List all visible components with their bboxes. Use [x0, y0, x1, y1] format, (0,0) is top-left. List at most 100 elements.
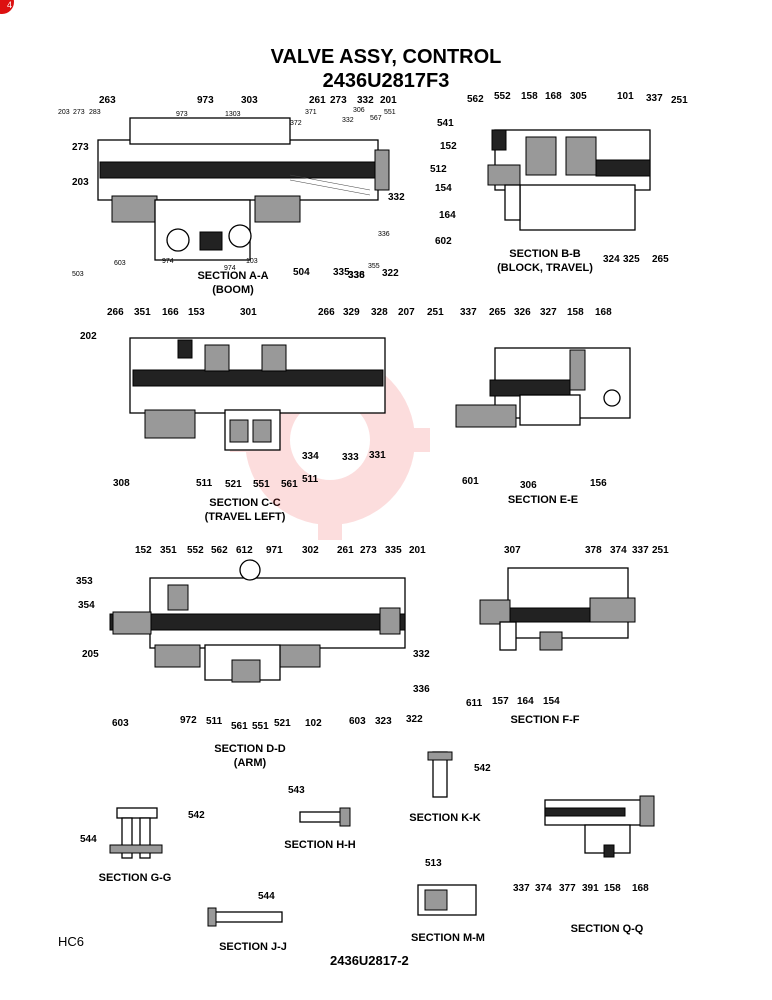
section-aa-sub: (BOOM) — [212, 284, 254, 296]
section-aa-drawing — [97, 117, 390, 261]
callout-cc-551: 551 — [253, 479, 270, 490]
callout-cc-333: 333 — [342, 452, 359, 463]
callout-aa-303: 303 — [241, 95, 258, 106]
section-jj-name: SECTION J-J — [219, 941, 287, 953]
callout-aa-503: 503 — [72, 271, 84, 278]
callout-aa-336: 336 — [378, 231, 390, 238]
callout-ee-306: 306 — [520, 480, 537, 491]
part-number: 2436U2817F3 — [322, 70, 450, 92]
section-aa-caption: SECTION A-A (BOOM) — [188, 269, 278, 297]
callout-cc-328: 328 — [371, 307, 388, 318]
callout-dd-971: 971 — [266, 545, 283, 556]
callout-aa-372: 372 — [290, 120, 302, 127]
section-jj-drawing — [207, 907, 283, 927]
section-ff-caption: SECTION F-F — [500, 713, 590, 727]
section-dd-sub: (ARM) — [233, 757, 267, 769]
corner-badge: 4 — [0, 0, 14, 14]
callout-ee-337: 337 — [460, 307, 477, 318]
callout-dd-332: 332 — [413, 649, 430, 660]
section-bb-caption: SECTION B-B (BLOCK, TRAVEL) — [485, 247, 605, 275]
callout-dd-552: 552 — [187, 545, 204, 556]
callout-bb-251: 251 — [671, 95, 688, 106]
section-qq-caption: SECTION Q-Q — [562, 922, 652, 936]
callout-bb-337: 337 — [646, 93, 663, 104]
callout-bb-101: 101 — [617, 91, 634, 102]
callout-kk-542: 542 — [474, 763, 491, 774]
section-cc-caption: SECTION C-C (TRAVEL LEFT) — [190, 496, 300, 524]
callout-ee-601: 601 — [462, 476, 479, 487]
callout-dd-511: 511 — [206, 716, 223, 727]
callout-cc-511: 511 — [196, 478, 213, 489]
callout-qq-337: 337 — [513, 883, 530, 894]
section-mm-caption: SECTION M-M — [403, 931, 493, 945]
page-title: VALVE ASSY, CONTROL — [270, 46, 502, 68]
callout-bb-265: 265 — [652, 254, 669, 265]
callout-bb-168: 168 — [545, 91, 562, 102]
callout-mm-513: 513 — [425, 858, 442, 869]
callout-qq-391: 391 — [582, 883, 599, 894]
section-dd-drawing — [109, 559, 406, 683]
section-cc-drawing — [129, 337, 386, 451]
callout-aa-306: 306 — [353, 107, 365, 114]
footer-number: 2436U2817-2 — [330, 953, 409, 968]
callout-aa-974: 974 — [162, 258, 174, 265]
section-ff-drawing — [479, 567, 636, 651]
callout-qq-158: 158 — [604, 883, 621, 894]
callout-cc-561: 561 — [281, 479, 298, 490]
callout-qq-377: 377 — [559, 883, 576, 894]
section-mm-name: SECTION M-M — [411, 932, 485, 944]
section-bb-name: SECTION B-B — [509, 248, 581, 260]
section-qq-name: SECTION Q-Q — [570, 923, 644, 935]
section-qq-drawing — [544, 795, 655, 858]
callout-cc-308: 308 — [113, 478, 130, 489]
section-ee-caption: SECTION E-E — [498, 493, 588, 507]
callout-ee-265: 265 — [489, 307, 506, 318]
callout-cc-301: 301 — [240, 307, 257, 318]
section-jj-caption: SECTION J-J — [208, 940, 298, 954]
callout-ff-251: 251 — [652, 545, 669, 556]
section-kk-caption: SECTION K-K — [400, 811, 490, 825]
callout-aa-322: 322 — [382, 268, 399, 279]
callout-aa-504: 504 — [293, 267, 310, 278]
callout-ee-251: 251 — [427, 307, 444, 318]
callout-aa-332: 332 — [342, 117, 354, 124]
callout-aa-335: 335 — [333, 267, 350, 278]
callout-aa-273: 273 — [73, 109, 85, 116]
callout-bb-152: 152 — [440, 141, 457, 152]
callout-ff-307: 307 — [504, 545, 521, 556]
callout-dd-561: 561 — [231, 721, 248, 732]
section-bb-sub: (BLOCK, TRAVEL) — [497, 262, 593, 274]
callout-bb-305: 305 — [570, 91, 587, 102]
callout-ff-164: 164 — [517, 696, 534, 707]
callout-aa-603: 603 — [114, 260, 126, 267]
section-ee-name: SECTION E-E — [507, 494, 579, 506]
callout-dd-603: 603 — [349, 716, 366, 727]
callout-dd-562: 562 — [211, 545, 228, 556]
callout-bb-164: 164 — [439, 210, 456, 221]
callout-aa-355: 355 — [368, 263, 380, 270]
callout-bb-158: 158 — [521, 91, 538, 102]
callout-dd-205: 205 — [82, 649, 99, 660]
callout-bb-562: 562 — [467, 94, 484, 105]
callout-cc-202: 202 — [80, 331, 97, 342]
section-ee-drawing — [455, 347, 631, 428]
callout-gg-544: 544 — [80, 834, 97, 845]
section-gg-drawing — [109, 807, 163, 859]
callout-ff-154: 154 — [543, 696, 560, 707]
callout-cc-266: 266 — [107, 307, 124, 318]
callout-aa-332: 332 — [357, 95, 374, 106]
section-dd-caption: SECTION D-D (ARM) — [205, 742, 295, 770]
callout-ff-337: 337 — [632, 545, 649, 556]
callout-dd-261: 261 — [337, 545, 354, 556]
section-ff-name: SECTION F-F — [510, 714, 580, 726]
callout-aa-551: 551 — [384, 109, 396, 116]
section-mm-drawing — [417, 884, 477, 916]
callout-dd-335: 335 — [385, 545, 402, 556]
callout-bb-325: 325 — [623, 254, 640, 265]
callout-ee-326: 326 — [514, 307, 531, 318]
section-cc-name: SECTION C-C — [209, 497, 281, 509]
callout-ee-168: 168 — [595, 307, 612, 318]
callout-bb-154: 154 — [435, 183, 452, 194]
